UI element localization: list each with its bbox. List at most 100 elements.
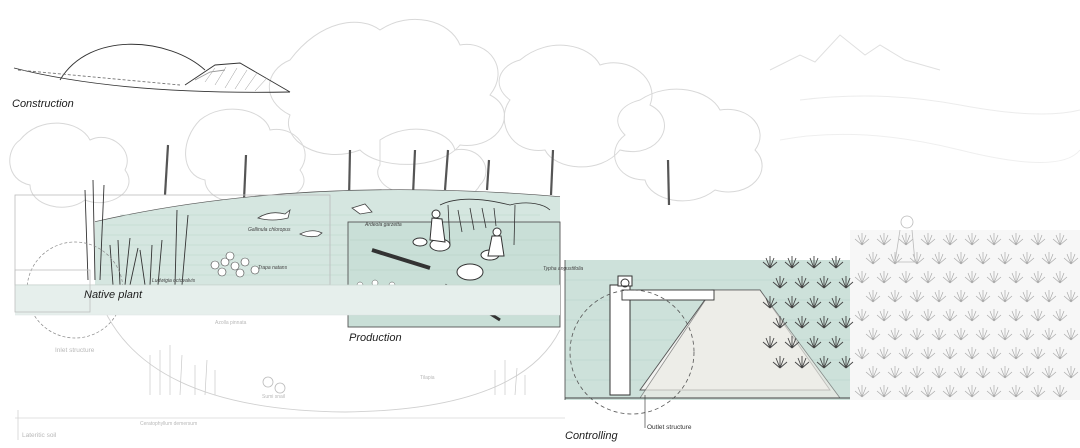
rice-tuft [876,385,892,398]
workers [429,209,505,257]
ceratophyllum-label: Ceratophyllum demersum [140,421,198,427]
rice-tuft [806,256,822,269]
rice-tuft [816,316,832,329]
rice-tuft [854,233,870,246]
rice-tuft [876,271,892,284]
farmer-figure [894,215,916,263]
rice-tuft [953,252,969,265]
rice-tuft [1030,271,1046,284]
construction-hatch [204,66,268,92]
rice-tuft [975,290,991,303]
background-mountains [769,34,941,71]
rice-tuft [986,233,1002,246]
rice-tuft [953,290,969,303]
rice-tuft [898,347,914,360]
rice-tuft [1008,233,1024,246]
rice-tuft [931,290,947,303]
rice-tuft [964,309,980,322]
inlet-box [14,269,91,313]
rice-tuft [1008,385,1024,398]
rice-tuft [986,309,1002,322]
rice-tuft [975,328,991,341]
rice-tuft [964,233,980,246]
rice-tuft [876,347,892,360]
rice-tuft [838,276,854,289]
rice-tuft [942,271,958,284]
rice-tuft [838,316,854,329]
rice-tuft [887,328,903,341]
rice-tuft [975,366,991,379]
rice-tuft [1052,233,1068,246]
drying-nets [439,198,551,246]
rice-plants [854,233,1079,398]
rice-tuft [1052,271,1068,284]
rice-tuft [784,256,800,269]
rice-tuft [1030,309,1046,322]
rice-tuft [887,366,903,379]
controlling-title: Controlling [565,430,618,442]
rice-tuft [942,233,958,246]
rice-tuft [865,366,881,379]
rice-tuft [920,309,936,322]
rice-tuft [920,233,936,246]
rice-tuft [1008,271,1024,284]
rice-tuft [942,309,958,322]
typha-label: Typha angustifolia [543,266,584,272]
rice-tuft [986,271,1002,284]
rice-tuft [828,256,844,269]
azolla-label: Azolla pinnata [215,320,247,326]
rice-tuft [942,385,958,398]
rice-tuft [909,366,925,379]
rice-tuft [986,347,1002,360]
rice-tuft [1041,328,1057,341]
rice-tuft [865,290,881,303]
rice-tuft [898,309,914,322]
outlet-wall [609,284,631,396]
gallinula-label: Gallinula chloropus [248,227,291,233]
inlet-structure-label: Inlet structure [55,347,95,354]
rice-tuft [909,290,925,303]
rice-tuft [1019,252,1035,265]
rice-tuft [887,252,903,265]
rice-tuft [920,347,936,360]
rice-tuft [1063,328,1079,341]
rice-tuft [887,290,903,303]
rice-tuft [997,290,1013,303]
rice-tuft [772,356,788,369]
rice-plants-dark [762,256,854,369]
rice-tuft [854,271,870,284]
substrate-band [15,285,560,315]
rice-tuft [1030,385,1046,398]
rice-tuft [794,276,810,289]
construction-title: Construction [12,98,74,110]
rice-tuft [997,252,1013,265]
rice-tuft [784,296,800,309]
rice-tuft [854,309,870,322]
rice-tuft [997,366,1013,379]
snail-label: Sumi snail [262,394,286,400]
rice-tuft [806,296,822,309]
rice-tuft [806,336,822,349]
rice-tuft [876,309,892,322]
rice-tuft [964,347,980,360]
trapa-label: Trapa natans [258,265,288,271]
rice-tuft [794,356,810,369]
rice-tuft [865,328,881,341]
rice-tuft [898,385,914,398]
rice-tuft [876,233,892,246]
rice-tuft [1030,347,1046,360]
rice-tuft [1052,309,1068,322]
rice-tuft [920,385,936,398]
lateritic-soil-label: Lateritic soil [22,432,57,439]
native-plant-title: Native plant [84,289,143,301]
rice-tuft [784,336,800,349]
outlet-valve [617,275,633,287]
rice-tuft [1041,366,1057,379]
rice-tuft [931,366,947,379]
rice-tuft [920,271,936,284]
controlling-callout [569,289,695,415]
native-vegetation [84,179,189,286]
rice-tuft [909,328,925,341]
rice-tuft [1052,347,1068,360]
